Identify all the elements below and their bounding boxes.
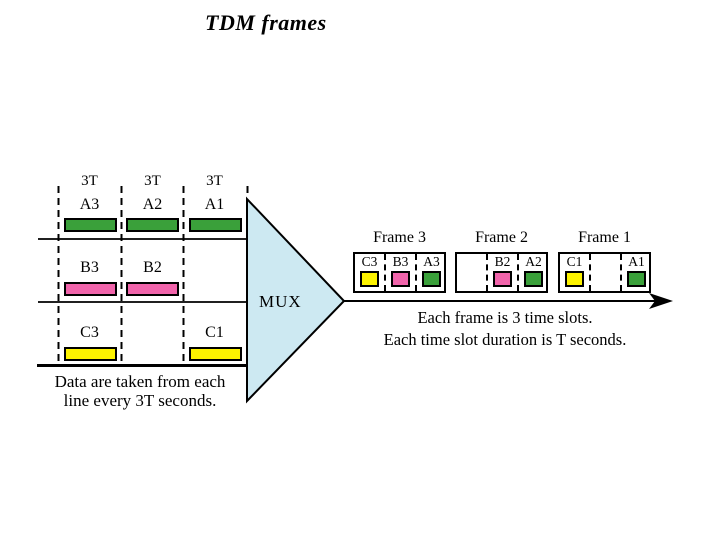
interval-label-2: 3T bbox=[144, 173, 161, 189]
frame-2-slot-2-square bbox=[493, 271, 512, 287]
output-caption: Each frame is 3 time slots. Each time sl… bbox=[345, 307, 665, 351]
input-a2-label: A2 bbox=[142, 196, 163, 213]
input-b3-label: B3 bbox=[80, 259, 99, 276]
frame-3-slot-3-label: A3 bbox=[423, 254, 440, 269]
mux-label: MUX bbox=[259, 292, 302, 311]
input-c3-bar bbox=[64, 347, 117, 361]
frame-2-title: Frame 2 bbox=[475, 229, 528, 246]
frame-3-divider-1 bbox=[384, 254, 386, 291]
interval-label-3: 3T bbox=[206, 173, 223, 189]
frame-2-slot-2-label: B2 bbox=[494, 254, 511, 269]
frame-2-slot-2: B2 bbox=[488, 254, 517, 291]
input-b3-bar bbox=[64, 282, 117, 296]
interval-label-1: 3T bbox=[81, 173, 98, 189]
input-b2-bar bbox=[126, 282, 179, 296]
frame-2-slot-3-square bbox=[524, 271, 543, 287]
input-c1-bar bbox=[189, 347, 242, 361]
frame-3-slot-3-square bbox=[422, 271, 441, 287]
frame-1-slot-3: A1 bbox=[622, 254, 651, 291]
frame-1-slot-1: C1 bbox=[560, 254, 589, 291]
frame-3-slot-1-square bbox=[360, 271, 379, 287]
input-caption: Data are taken from each line every 3T s… bbox=[36, 372, 244, 410]
frame-3-slot-2-square bbox=[391, 271, 410, 287]
frame-3-title: Frame 3 bbox=[373, 229, 426, 246]
output-caption-line2: Each time slot duration is T seconds. bbox=[383, 330, 627, 349]
output-caption-line1: Each frame is 3 time slots. bbox=[417, 308, 593, 327]
frame-3-slot-3: A3 bbox=[417, 254, 446, 291]
frame-1-divider-1 bbox=[589, 254, 591, 291]
frame-2-slot-1 bbox=[457, 254, 486, 291]
frame-3: Frame 3 C3 B3 A3 bbox=[353, 230, 446, 293]
frame-1: Frame 1 C1 A1 bbox=[558, 230, 651, 293]
page-title: TDM frames bbox=[205, 10, 327, 35]
frame-3-slot-2: B3 bbox=[386, 254, 415, 291]
frame-1-slot-1-label: C1 bbox=[566, 254, 583, 269]
frame-2-divider-1 bbox=[486, 254, 488, 291]
input-a1-bar bbox=[189, 218, 242, 232]
frame-1-slot-1-square bbox=[565, 271, 584, 287]
frame-3-divider-2 bbox=[415, 254, 417, 291]
input-b2-label: B2 bbox=[143, 259, 162, 276]
frame-2-slot-3-label: A2 bbox=[525, 254, 542, 269]
frame-3-slot-2-label: B3 bbox=[392, 254, 409, 269]
frame-1-slot-3-label: A1 bbox=[628, 254, 645, 269]
input-c3-label: C3 bbox=[80, 324, 99, 341]
input-a1-label: A1 bbox=[204, 196, 225, 213]
input-a3-label: A3 bbox=[79, 196, 100, 213]
frame-2-slot-3: A2 bbox=[519, 254, 548, 291]
input-a3-bar bbox=[64, 218, 117, 232]
frame-3-slot-1: C3 bbox=[355, 254, 384, 291]
frame-1-slot-3-square bbox=[627, 271, 646, 287]
input-c1-label: C1 bbox=[205, 324, 224, 341]
frame-2-divider-2 bbox=[517, 254, 519, 291]
frame-3-slot-1-label: C3 bbox=[361, 254, 378, 269]
frame-2: Frame 2 B2 A2 bbox=[455, 230, 548, 293]
frame-1-title: Frame 1 bbox=[578, 229, 631, 246]
frame-1-divider-2 bbox=[620, 254, 622, 291]
input-a2-bar bbox=[126, 218, 179, 232]
frame-1-slot-2 bbox=[591, 254, 620, 291]
frame-1-box: C1 A1 bbox=[558, 252, 651, 293]
input-caption-line2: line every 3T seconds. bbox=[63, 391, 217, 410]
frame-2-box: B2 A2 bbox=[455, 252, 548, 293]
frame-3-box: C3 B3 A3 bbox=[353, 252, 446, 293]
input-caption-line1: Data are taken from each bbox=[54, 372, 226, 391]
